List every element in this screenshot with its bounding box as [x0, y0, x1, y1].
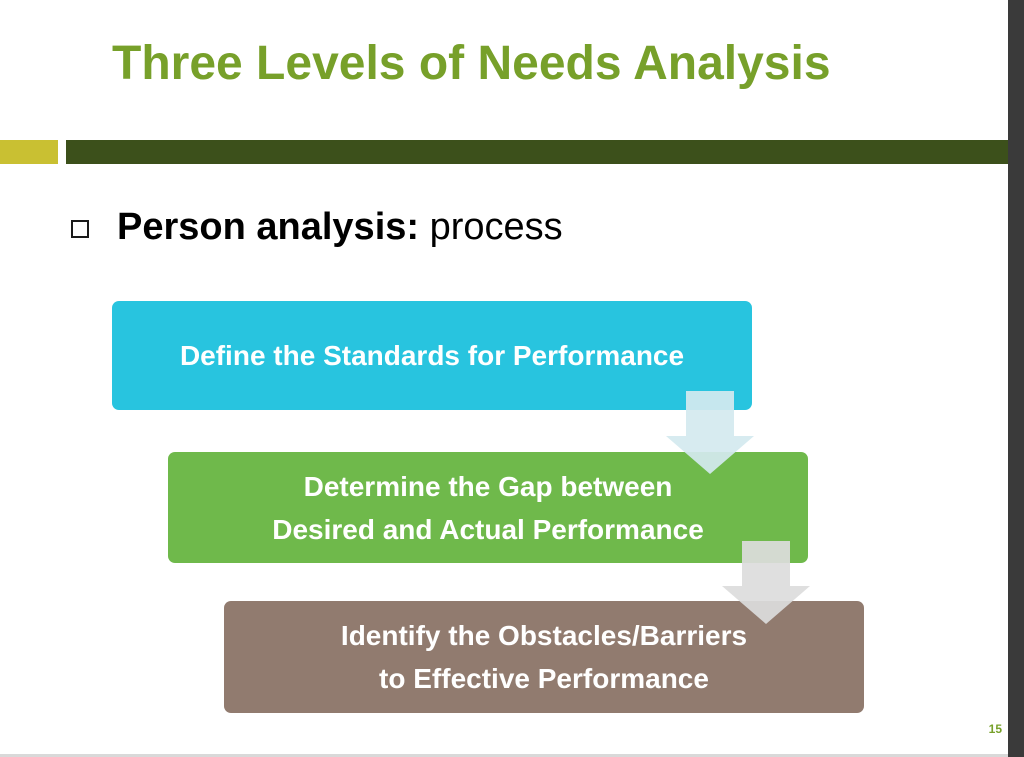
process-step-determine-gap: Determine the Gap between Desired and Ac… — [168, 452, 808, 563]
process-step-label: Identify the Obstacles/Barriers to Effec… — [340, 620, 748, 694]
slide-title: Three Levels of Needs Analysis — [112, 37, 831, 90]
title-band-accent — [0, 140, 58, 164]
process-step-label: Define the Standards for Performance — [179, 340, 685, 371]
bullet-bold-text: Person analysis: — [117, 206, 420, 248]
down-arrow-icon — [722, 541, 810, 624]
process-step-identify-obstacles: Identify the Obstacles/Barriers to Effec… — [224, 601, 864, 713]
slide-bottom-border — [0, 754, 1008, 757]
bullet-item: Person analysis: process — [117, 206, 563, 249]
down-arrow-icon — [666, 391, 754, 474]
page-number: 15 — [988, 722, 1002, 736]
process-step-label: Determine the Gap between Desired and Ac… — [272, 470, 704, 545]
bullet-square-icon — [71, 220, 89, 238]
bullet-text: process — [419, 206, 563, 248]
title-band-bar — [66, 140, 1008, 164]
process-step-define-standards: Define the Standards for Performance — [112, 301, 752, 410]
window-edge — [1008, 0, 1024, 757]
